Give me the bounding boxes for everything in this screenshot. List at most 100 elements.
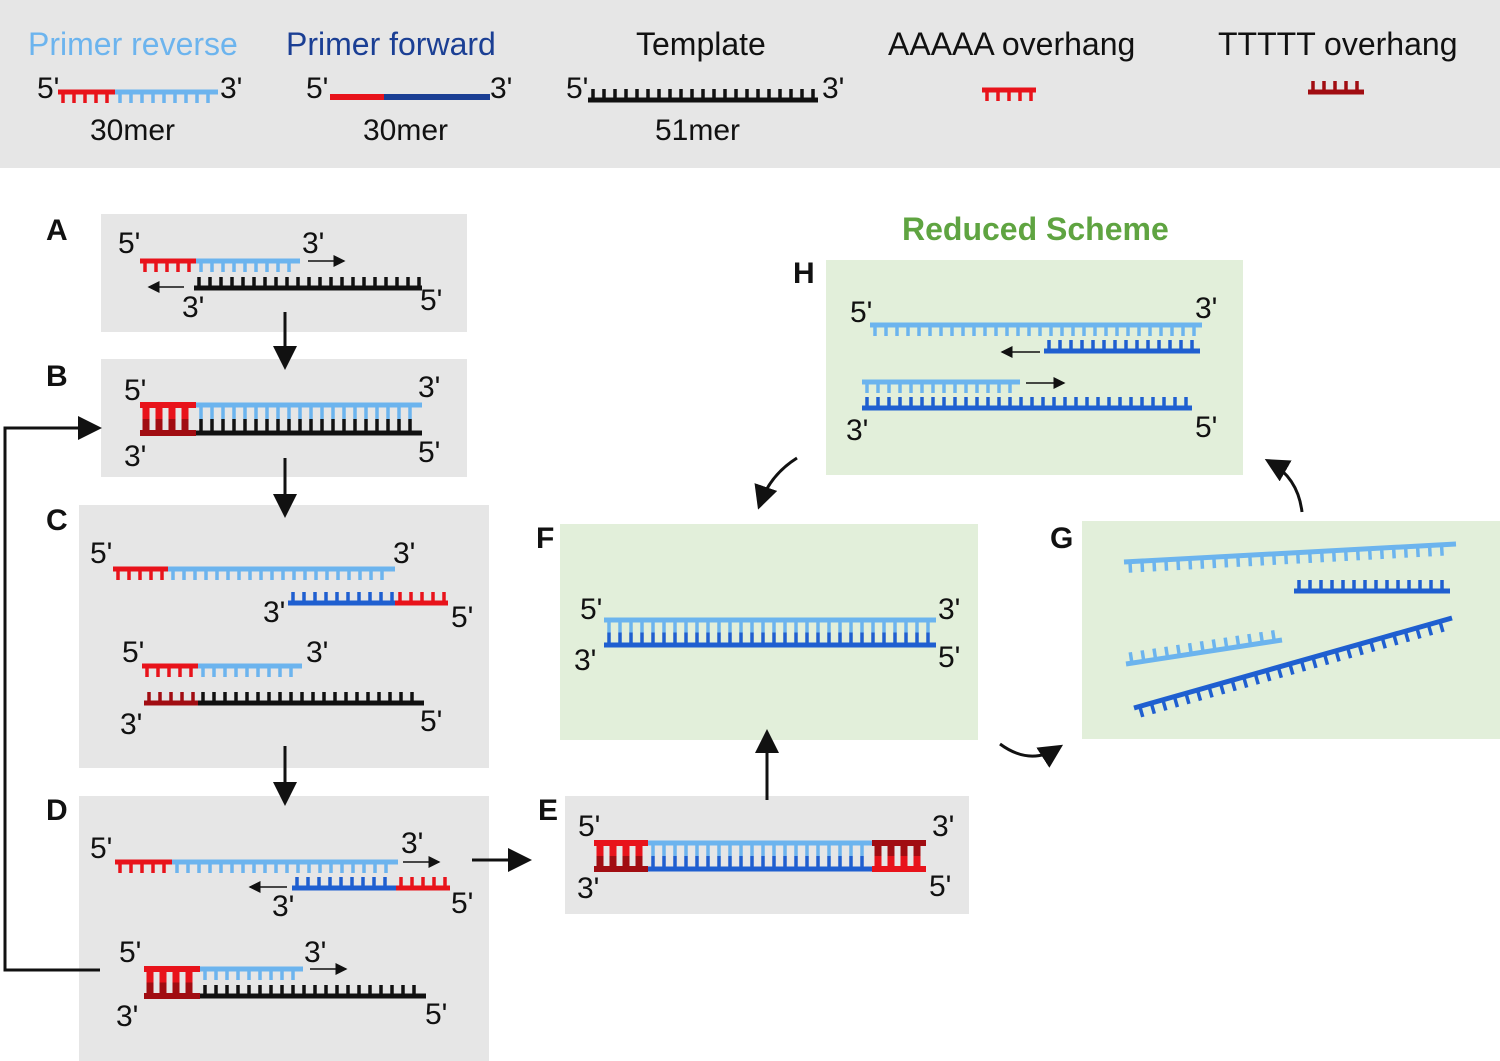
panel-label-g: G <box>1050 522 1073 555</box>
panel-label-h: H <box>793 257 815 290</box>
panel-c-end-label: 3' <box>393 537 415 570</box>
panel-c-end-label: 5' <box>451 601 473 634</box>
panel-a-reverse-primer-overhang <box>140 258 196 272</box>
panel-a-reverse-primer <box>196 258 300 272</box>
legend-primer-forward-title: Primer forward <box>286 26 496 62</box>
panel-f-end-label: 3' <box>938 593 960 626</box>
panel-b-end-label: 5' <box>418 436 440 469</box>
panel-c-reverse-primer-overhang <box>113 566 168 580</box>
panel-a-end-label: 3' <box>302 227 324 260</box>
panel-b-overhang-pair <box>140 402 196 436</box>
panel-h-box <box>826 260 1243 475</box>
panel-h-end-label: 3' <box>846 414 868 447</box>
panel-c-box <box>79 505 489 768</box>
panel-c-template <box>198 692 424 706</box>
panel-f-end-label: 5' <box>938 641 960 674</box>
legend-panel <box>0 0 1500 168</box>
legend-ttttt-overhang-symbol <box>1308 81 1364 95</box>
legend-ttttt-overhang: TTTTT overhang <box>1218 26 1457 62</box>
panel-label-d: D <box>46 794 68 827</box>
panel-d-end-label: 5' <box>451 887 473 920</box>
panel-e-left-overhang-pair <box>594 840 648 872</box>
panel-g-reverse-strand <box>1123 541 1457 573</box>
panel-c-end-label: 5' <box>90 537 112 570</box>
legend-primer-reverse-3end: 3' <box>220 72 242 105</box>
panel-e-end-label: 5' <box>929 870 951 903</box>
flow-arrows <box>3 312 1304 972</box>
legend-ttttt-overhang-title: TTTTT overhang <box>1218 26 1457 62</box>
panel-a-template <box>194 277 422 291</box>
panel-e-end-label: 3' <box>577 872 599 905</box>
panel-b-duplex <box>196 402 422 436</box>
panel-e-right-overhang-pair <box>872 840 926 872</box>
extension-arrows <box>147 255 1066 975</box>
arrow-loop-d-to-b <box>3 416 102 972</box>
panel-h-top-reverse <box>870 322 1202 336</box>
arrow-f-to-g <box>999 742 1064 768</box>
panel-d-template <box>200 985 426 999</box>
legend-template-strand <box>588 89 818 103</box>
legend-primer-forward-3end: 3' <box>490 72 512 105</box>
panel-c-end-label: 3' <box>306 636 328 669</box>
panel-e-end-label: 3' <box>932 810 954 843</box>
legend-primer-reverse-5end: 5' <box>37 72 59 105</box>
panel-f-end-label: 3' <box>574 644 596 677</box>
legend-primer-forward-5end: 5' <box>306 72 328 105</box>
panel-g-forward-strand <box>1133 615 1453 718</box>
panel-label-e: E <box>538 794 558 827</box>
panel-label-c: C <box>46 504 68 537</box>
panel-f-end-label: 5' <box>580 593 602 626</box>
legend-primer-forward: Primer forward 5' 3' 30mer <box>286 26 512 147</box>
panel-b-end-label: 3' <box>124 440 146 473</box>
arrow-g-to-h <box>1264 459 1304 513</box>
panel-c-end-label: 5' <box>122 636 144 669</box>
panel-c-ttttt-overhang <box>144 692 198 706</box>
panel-label-f: F <box>536 522 554 555</box>
panel-label-a: A <box>46 214 68 247</box>
panel-d-end-label: 5' <box>90 832 112 865</box>
legend-aaaaa-overhang-title: AAAAA overhang <box>888 26 1135 62</box>
reduced-scheme-title: Reduced Scheme <box>902 211 1169 247</box>
panel-d-extended-reverse <box>172 859 398 873</box>
legend-primer-reverse-title: Primer reverse <box>28 26 238 62</box>
legend-primer-reverse-length: 30mer <box>90 114 175 147</box>
legend-aaaaa-overhang-symbol <box>982 87 1036 101</box>
panel-d-reverse-primer-overhang <box>115 859 172 873</box>
arrow-h-to-f <box>754 456 798 510</box>
legend-primer-reverse-strand <box>115 89 218 103</box>
panel-c-end-label: 3' <box>120 708 142 741</box>
panel-d-reverse-primer <box>200 966 303 980</box>
panel-c-reverse-primer-2 <box>198 663 302 677</box>
panel-d-end-label: 3' <box>304 936 326 969</box>
panel-e-end-label: 5' <box>578 810 600 843</box>
panel-c-end-label: 3' <box>263 596 285 629</box>
panel-g-forward-primer <box>1294 580 1450 594</box>
legend-aaaaa-overhang: AAAAA overhang <box>888 26 1135 62</box>
panel-d-end-label: 5' <box>119 936 141 969</box>
panel-h-end-label: 5' <box>850 296 872 329</box>
panel-b-end-label: 3' <box>418 371 440 404</box>
legend-primer-reverse-overhang <box>58 89 115 103</box>
panel-d-forward-primer <box>292 877 396 891</box>
panel-d-box <box>79 796 489 1061</box>
legend-primer-forward-length: 30mer <box>363 114 448 147</box>
panel-b-end-label: 5' <box>124 374 146 407</box>
panel-e-duplex <box>648 840 872 872</box>
panel-d-end-label: 3' <box>272 890 294 923</box>
panel-h-bottom-forward <box>862 397 1192 411</box>
panel-h-top-forward-primer <box>1044 340 1200 354</box>
legend-template-length: 51mer <box>655 114 740 147</box>
panel-d-end-label: 5' <box>425 998 447 1031</box>
panel-h-bottom-reverse-primer <box>862 379 1020 393</box>
panel-f-duplex <box>604 617 936 648</box>
legend-template-5end: 5' <box>566 72 588 105</box>
panel-label-b: B <box>46 360 68 393</box>
panel-c-forward-primer-overhang <box>395 592 448 606</box>
panel-h-end-label: 5' <box>1195 411 1217 444</box>
panel-d-forward-primer-overhang <box>396 877 450 891</box>
panel-g-reverse-primer <box>1125 630 1283 667</box>
panel-h-end-label: 3' <box>1195 292 1217 325</box>
panel-a-end-label: 3' <box>182 291 204 324</box>
panel-d-end-label: 3' <box>116 1000 138 1033</box>
